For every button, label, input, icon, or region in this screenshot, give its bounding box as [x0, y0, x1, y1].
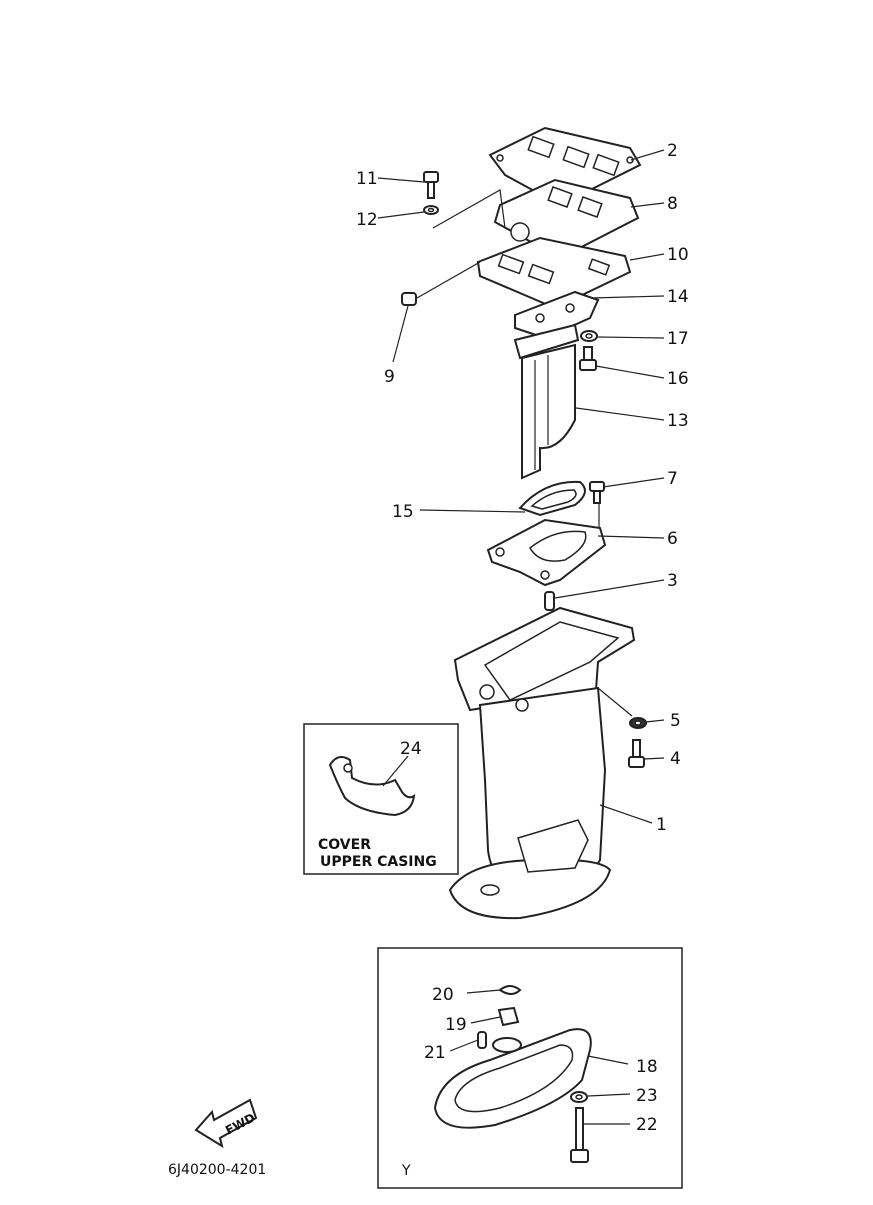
callout-1: 1	[656, 815, 667, 835]
callouts: 2 8 10 14 17 16 13 7 6 3 5 4 1 15 11 12 …	[356, 141, 689, 835]
drawing-code: 6J40200-4201	[168, 1162, 266, 1178]
callout-2: 2	[667, 141, 678, 161]
gasket-10-drawing	[476, 236, 632, 310]
cover-label-line2: UPPER CASING	[320, 854, 437, 870]
callout-11: 11	[356, 169, 378, 189]
gasket-15-drawing	[518, 480, 586, 517]
callout-7: 7	[667, 469, 678, 489]
callout-18: 18	[636, 1057, 658, 1077]
bolt-4-drawing	[628, 739, 645, 768]
inset-lower-y: 20 19 21 18 23 22 Y	[377, 947, 683, 1189]
fwd-arrow-icon: FWD	[194, 1098, 257, 1149]
washer-5-drawing	[629, 717, 647, 729]
nut-19-drawing	[497, 1006, 520, 1027]
mount-6-drawing	[486, 518, 607, 587]
upper-casing-1-drawing	[448, 606, 636, 920]
callout-4: 4	[670, 749, 681, 769]
callout-23: 23	[636, 1086, 658, 1106]
grommet-9-drawing	[401, 292, 417, 306]
bolt-22-drawing	[570, 1107, 589, 1163]
exhaust-guide-13-drawing	[513, 323, 580, 480]
leader-lines	[377, 149, 665, 824]
inset-y-marker: Y	[401, 1163, 411, 1179]
bolt-11-drawing	[423, 171, 439, 199]
callout-13: 13	[667, 411, 689, 431]
gasket-14-drawing	[514, 290, 600, 340]
callout-21: 21	[424, 1043, 446, 1063]
gasket-2-drawing	[488, 126, 642, 207]
washer-23-drawing	[570, 1091, 588, 1103]
plate-8-drawing	[493, 178, 640, 260]
clip-20-drawing	[498, 985, 522, 995]
callout-3: 3	[667, 571, 678, 591]
callout-6: 6	[667, 529, 678, 549]
callout-12: 12	[356, 210, 378, 230]
inset-cover-upper-casing: 24 COVER UPPER CASING	[303, 723, 459, 875]
callout-14: 14	[667, 287, 689, 307]
callout-20: 20	[432, 985, 454, 1005]
callout-8: 8	[667, 194, 678, 214]
washer-12-drawing	[423, 205, 439, 215]
callout-19: 19	[445, 1015, 467, 1035]
dowel-pin-3-drawing	[544, 591, 555, 611]
cover-label-line1: COVER	[318, 837, 371, 853]
bolt-16-drawing	[579, 346, 597, 371]
callout-10: 10	[667, 245, 689, 265]
callout-22: 22	[636, 1115, 658, 1135]
callout-5: 5	[670, 711, 681, 731]
callout-24: 24	[400, 739, 422, 759]
washer-17-drawing	[580, 330, 598, 342]
callout-16: 16	[667, 369, 689, 389]
callout-17: 17	[667, 329, 689, 349]
callout-15: 15	[392, 502, 414, 522]
pin-21-drawing	[477, 1031, 487, 1049]
callout-9: 9	[384, 367, 395, 387]
bolt-7-drawing	[589, 481, 605, 504]
